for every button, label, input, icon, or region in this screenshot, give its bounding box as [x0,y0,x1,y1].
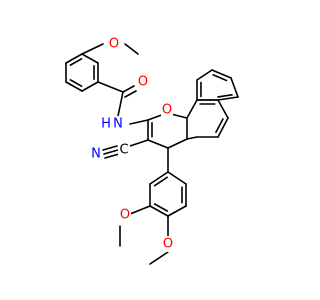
methoxybenzene-ring-bond [65,53,83,64]
methoxy-4-ch3-bond [149,251,169,265]
methoxy-o-bond [81,43,104,55]
methoxybenzene-ring-bond [81,81,99,92]
benzo-ring-bond [196,69,213,81]
carbonyl-c-bond [97,81,124,93]
methoxy-oxygen-label: O [109,37,119,52]
dimethoxyphenyl-ring-inner-bond [153,176,169,187]
nitrile-nitrogen-label: N [91,147,101,162]
dimethoxyphenyl-ring-bond [149,171,169,185]
carbonyl-o-bond [122,85,135,93]
benzo-ring-bond [211,69,232,79]
nitrile-nitrogen-label-background [90,146,102,162]
amide-c-n-bond [117,91,124,117]
c3-cn-bond [129,139,149,147]
nitrile-triple-bond-c [104,153,120,159]
dimethoxyphenyl-ring-bond [149,205,169,217]
nitrile-triple-bond-b [102,145,118,151]
pyran-ring-bond [167,138,188,149]
dimethoxyphenyl-ring-bond [167,171,187,185]
carbonyl-o-double-bond [124,90,137,98]
methoxy-4-oxygen-label-background [162,236,174,252]
dimethoxyphenyl-ring-inner-bond [153,203,169,212]
naph-b-bond [186,99,198,119]
nitrile-carbon-label-background [118,142,130,158]
methoxy-4-oxygen-label: O [163,237,173,252]
amide-hydrogen-label-background [100,116,112,132]
naph-b-bond [186,136,198,140]
dimethoxyphenyl-ring-bond [167,205,187,217]
naph-b-bond [217,99,229,119]
methoxy-ch3-bond [124,43,139,55]
amide-nitrogen-label-background [112,116,124,132]
nh-pyran-bond [129,119,149,125]
methoxybenzene-ring-bond [65,81,83,92]
naph-b-bond [217,117,229,138]
carbonyl-oxygen-label-background [137,74,149,90]
amide-nitrogen-label: N [113,117,123,132]
methoxy-3-oxygen-label-background [119,207,131,223]
methoxybenzene-ring-inner-bond [69,79,83,87]
nitrile-carbon-label: C [119,143,128,158]
methoxy-oxygen-label-background [108,36,120,52]
methoxy-3-oxygen-label: O [120,208,130,223]
benzo-ring-bond [230,77,239,98]
methoxybenzene-ring-bond [81,53,99,64]
methoxy-3-o-bond [129,205,151,215]
bonds-layer [65,43,239,265]
benzo-ring-inner-bond [212,74,228,82]
carbonyl-oxygen-label: O [138,75,148,90]
pyran-oxygen-label: O [162,103,172,118]
methoxybenzene-ring-inner-bond [69,58,83,66]
pyran-oxygen-label-background [161,102,173,118]
benzo-ring-bond [217,96,239,101]
benzo-ring-inner-bond [217,94,233,98]
pyran-ring-bond [147,139,169,149]
naph-b-inner-bond [215,118,224,134]
amide-hydrogen-label: H [101,117,111,132]
nitrile-triple-bond-a [103,149,119,155]
